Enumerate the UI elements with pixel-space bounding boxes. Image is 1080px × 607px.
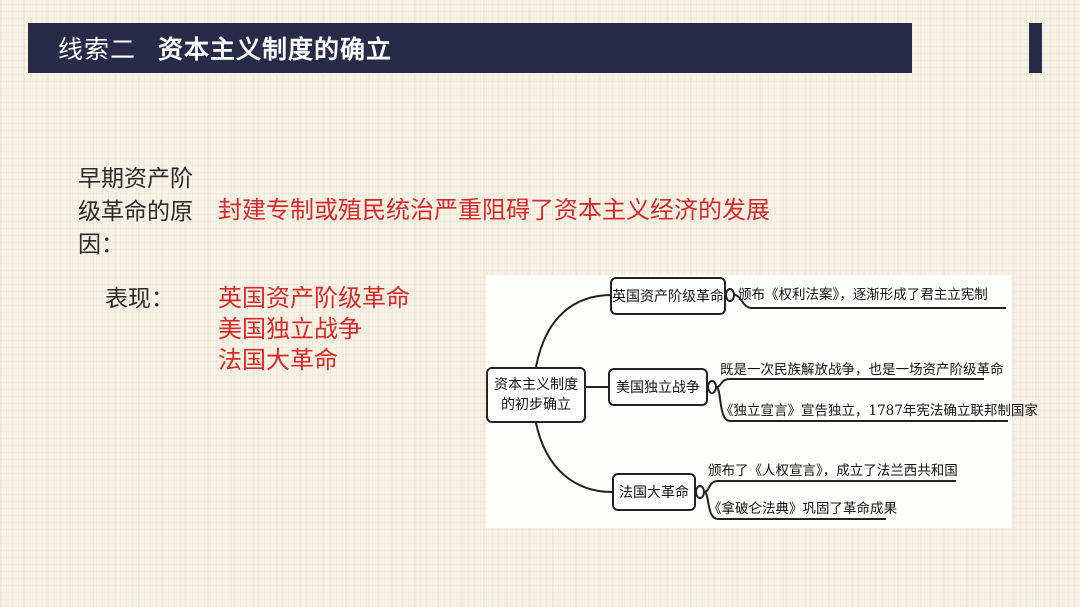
- page-title: 资本主义制度的确立: [158, 35, 393, 64]
- mind-map-leaf: 颁布了《人权宣言》，成立了法兰西共和国: [708, 463, 958, 479]
- cause-text: 封建专制或殖民统治严重阻碍了资本主义经济的发展: [218, 196, 770, 224]
- mind-map-leaf: 颁布《权利法案》，逐渐形成了君主立宪制: [738, 287, 988, 303]
- mind-map-diagram: 资本主义制度的初步确立 英国资产阶级革命 颁布《权利法案》，逐渐形成了君主立宪制…: [486, 275, 1038, 528]
- manifestation-item: 法国大革命: [218, 346, 338, 374]
- mind-map-branch-england: 英国资产阶级革命: [610, 277, 726, 315]
- mind-map-leaf: 既是一次民族解放战争，也是一场资产阶级革命: [720, 362, 1004, 378]
- cause-label: 早期资产阶级革命的原因：: [78, 166, 193, 258]
- header-prefix: 线索二: [58, 35, 137, 64]
- manifestation-label: 表现：: [105, 286, 174, 312]
- mind-map-leaf: 《独立宣言》宣告独立，1787年宪法确立联邦制国家: [720, 403, 1038, 419]
- manifestation-item: 美国独立战争: [218, 315, 362, 343]
- manifestation-item: 英国资产阶级革命: [218, 284, 410, 312]
- mind-map-connectors: [535, 288, 1008, 520]
- mind-map-root: 资本主义制度的初步确立: [486, 367, 586, 423]
- manifestation-list: 英国资产阶级革命 美国独立战争 法国大革命: [218, 283, 410, 376]
- header-accent-bar: [1029, 23, 1042, 73]
- mind-map-leaf: 《拿破仑法典》巩固了革命成果: [708, 501, 897, 517]
- slide-header: 线索二 资本主义制度的确立: [28, 23, 912, 73]
- mind-map-branch-america: 美国独立战争: [608, 368, 708, 406]
- mind-map-branch-france: 法国大革命: [612, 473, 696, 511]
